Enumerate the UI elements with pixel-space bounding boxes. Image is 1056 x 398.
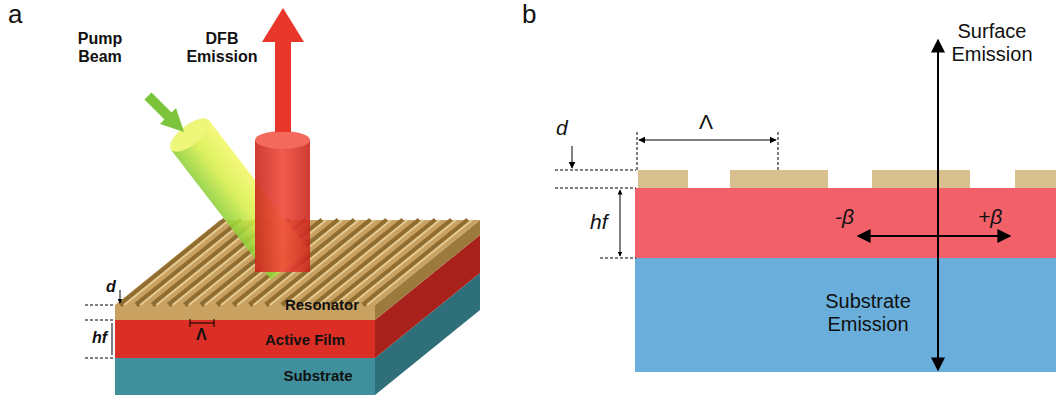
dimension-label: Λ	[196, 326, 207, 344]
dfb-emission	[255, 8, 310, 272]
wavevector-label: +β	[978, 205, 1002, 229]
dimension-label: d	[106, 278, 116, 296]
grating-ridge	[314, 220, 423, 305]
dimension-label: hf	[590, 210, 608, 234]
wavevector-label: -β	[835, 205, 854, 229]
grating-ridge	[120, 220, 229, 305]
dimension-label: hf	[92, 329, 107, 347]
layer-label: Active Film	[245, 331, 365, 348]
layer-label: Substrate	[263, 367, 373, 384]
layer-label: Resonator	[267, 296, 377, 313]
emission-label: Surface Emission	[932, 20, 1052, 66]
grating-ridge	[363, 220, 472, 305]
grating-ridge	[136, 220, 245, 305]
emission-label: Substrate Emission	[813, 290, 923, 336]
dimension-label: d	[556, 116, 568, 140]
panel-letter: b	[522, 0, 536, 30]
grating-ridge	[298, 220, 407, 305]
grating-ridge	[331, 220, 440, 305]
beam-label: Pump Beam	[65, 30, 135, 67]
beam-label: DFB Emission	[177, 30, 267, 67]
cross-section	[635, 170, 1056, 372]
dimension-lines	[85, 290, 214, 358]
dimension-label: Λ	[686, 110, 726, 134]
dimension-lines	[555, 40, 1010, 370]
grating-ridge	[347, 220, 456, 305]
panel-letter: a	[8, 0, 22, 30]
